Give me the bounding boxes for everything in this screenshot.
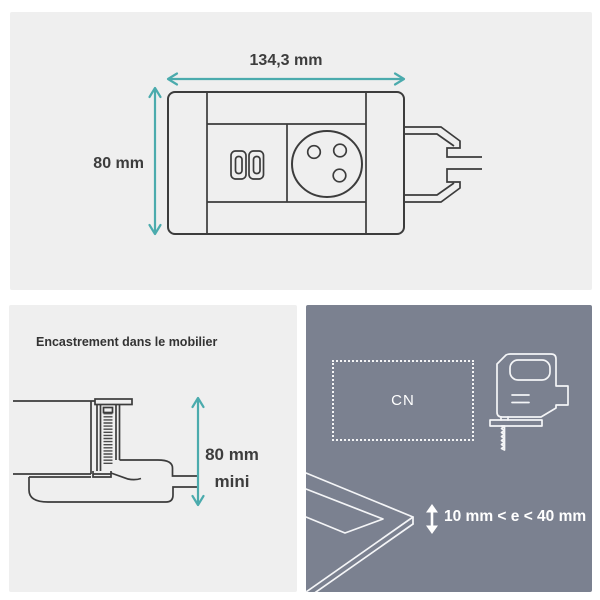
min-depth-value: 80 mm: [205, 445, 259, 464]
cutout-board-isometric-drawing: [306, 472, 414, 592]
furniture-board-outline: [13, 400, 95, 475]
cutout-template-box: CN: [332, 360, 474, 441]
cutout-label: CN: [391, 392, 415, 409]
device-under-table-outline: [28, 459, 198, 503]
updown-arrow-icon: [426, 504, 438, 534]
min-depth-qualifier: mini: [214, 472, 250, 491]
panel-product-dimensions: 134,3 mm 80 mm: [10, 12, 592, 290]
panel-thickness-label: 10 mm < e < 40 mm: [444, 508, 587, 525]
jigsaw-blade: [500, 425, 506, 451]
usb-ports-icon: [230, 150, 265, 180]
mounting-cross-section-drawing: [13, 396, 205, 507]
jigsaw-icon: [489, 353, 569, 451]
min-depth-dimension-arrow: [191, 396, 205, 507]
power-socket-icon: [291, 130, 363, 198]
height-dimension-label: 80 mm: [93, 155, 144, 172]
height-dimension-arrow: [148, 86, 162, 236]
panel-furniture-mounting: Encastrement dans le mobilier: [9, 305, 297, 592]
power-cord-outline: [404, 126, 482, 203]
mounting-section-title: Encastrement dans le mobilier: [36, 335, 218, 349]
panel-cutout-instructions: CN 10 mm < e < 40 mm: [306, 305, 592, 592]
width-dimension-arrow: [166, 72, 406, 86]
product-front-view-drawing: [148, 72, 482, 236]
min-depth-dimension-label: 80 mm mini: [201, 441, 263, 495]
clamp-mechanism-outline: [92, 398, 142, 481]
width-dimension-label: 134,3 mm: [249, 52, 323, 69]
outlet-body-outline: [167, 91, 405, 235]
